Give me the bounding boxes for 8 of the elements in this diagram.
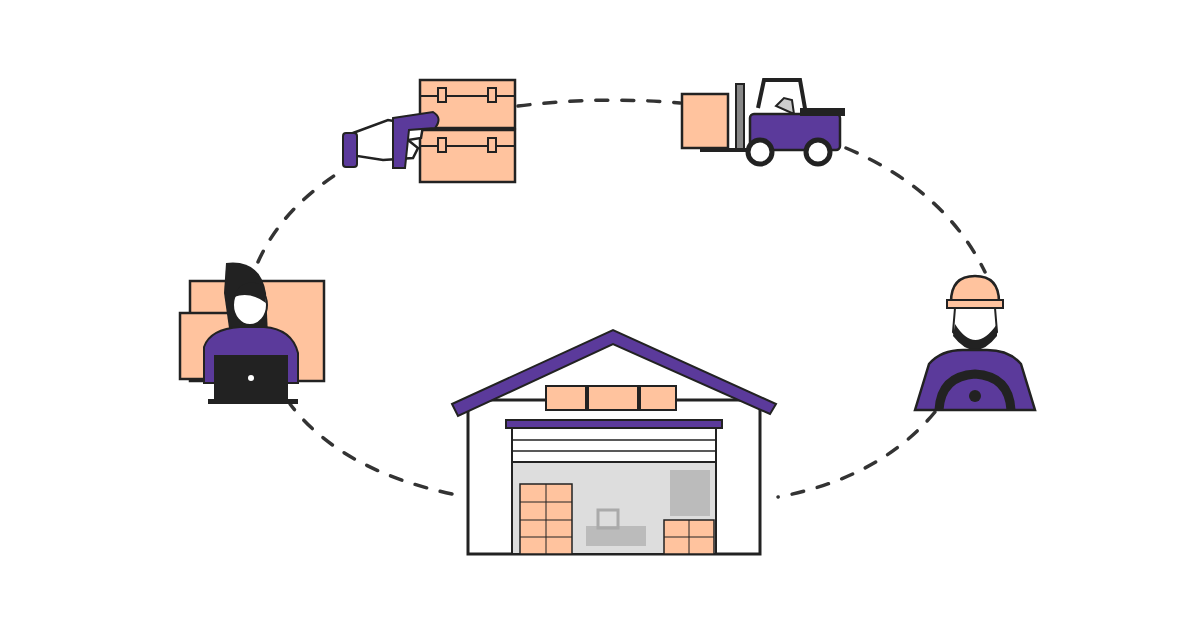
- office-worker-drawing: [180, 263, 326, 404]
- dashed-connector: [516, 98, 682, 108]
- dashed-connector: [288, 402, 454, 496]
- warehouse-drawing: [452, 330, 778, 556]
- dashed-connector: [776, 410, 937, 499]
- barcode-scanner-drawing: [343, 78, 518, 184]
- dashed-connector: [844, 146, 987, 274]
- forklift-drawing: [680, 78, 846, 168]
